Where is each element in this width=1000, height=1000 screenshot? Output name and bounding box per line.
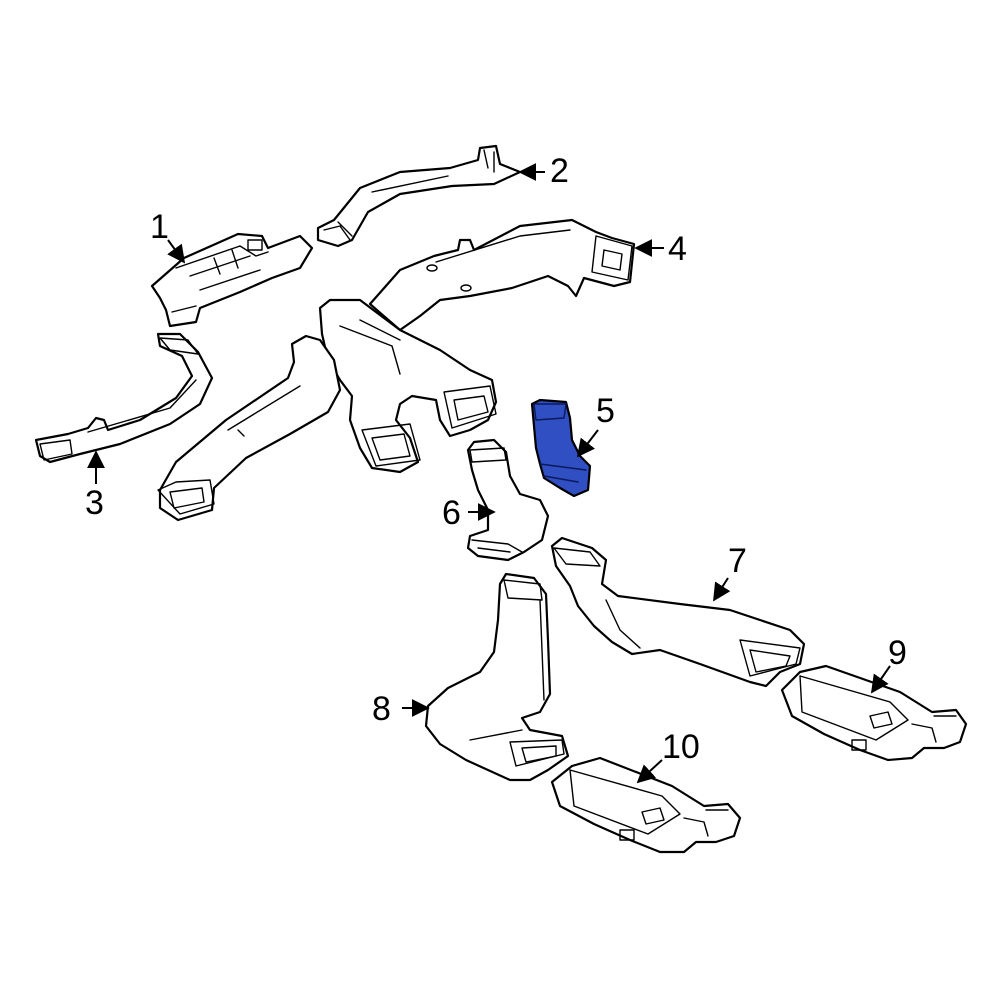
leader-5 <box>576 429 599 458</box>
part-7-rear-floor-duct[interactable] <box>550 536 806 688</box>
leader-9 <box>870 665 891 694</box>
leader-7 <box>713 577 731 602</box>
part-2-defroster-duct[interactable] <box>316 144 522 248</box>
callout-9: 9 <box>888 634 907 672</box>
part-1-vent-bracket[interactable] <box>150 232 314 328</box>
part-4-center-duct[interactable] <box>368 218 636 332</box>
part-8-front-floor-duct[interactable] <box>424 572 570 782</box>
callout-5: 5 <box>596 392 615 430</box>
part-3-lower-left-duct[interactable] <box>34 332 214 464</box>
callout-2: 2 <box>550 152 569 190</box>
callout-10: 10 <box>662 728 700 766</box>
part-4-left-arm[interactable] <box>157 334 342 522</box>
part-4-center-hub[interactable] <box>318 298 498 474</box>
callout-8: 8 <box>372 690 391 728</box>
leader-10 <box>636 759 663 784</box>
part-9-right-floor-outlet[interactable] <box>780 664 968 762</box>
callout-7: 7 <box>728 542 747 580</box>
callout-4: 4 <box>668 230 687 268</box>
callout-1: 1 <box>150 208 169 246</box>
part-10-left-floor-outlet[interactable] <box>550 756 742 854</box>
callout-3: 3 <box>85 484 104 522</box>
part-5-riser-duct[interactable] <box>530 398 592 498</box>
callout-labels: 1 2 3 4 5 6 7 8 9 10 <box>85 152 907 766</box>
callout-leaders <box>87 163 891 784</box>
leader-1 <box>167 239 186 264</box>
callout-6: 6 <box>442 494 461 532</box>
part-6-s-duct[interactable] <box>466 438 550 562</box>
